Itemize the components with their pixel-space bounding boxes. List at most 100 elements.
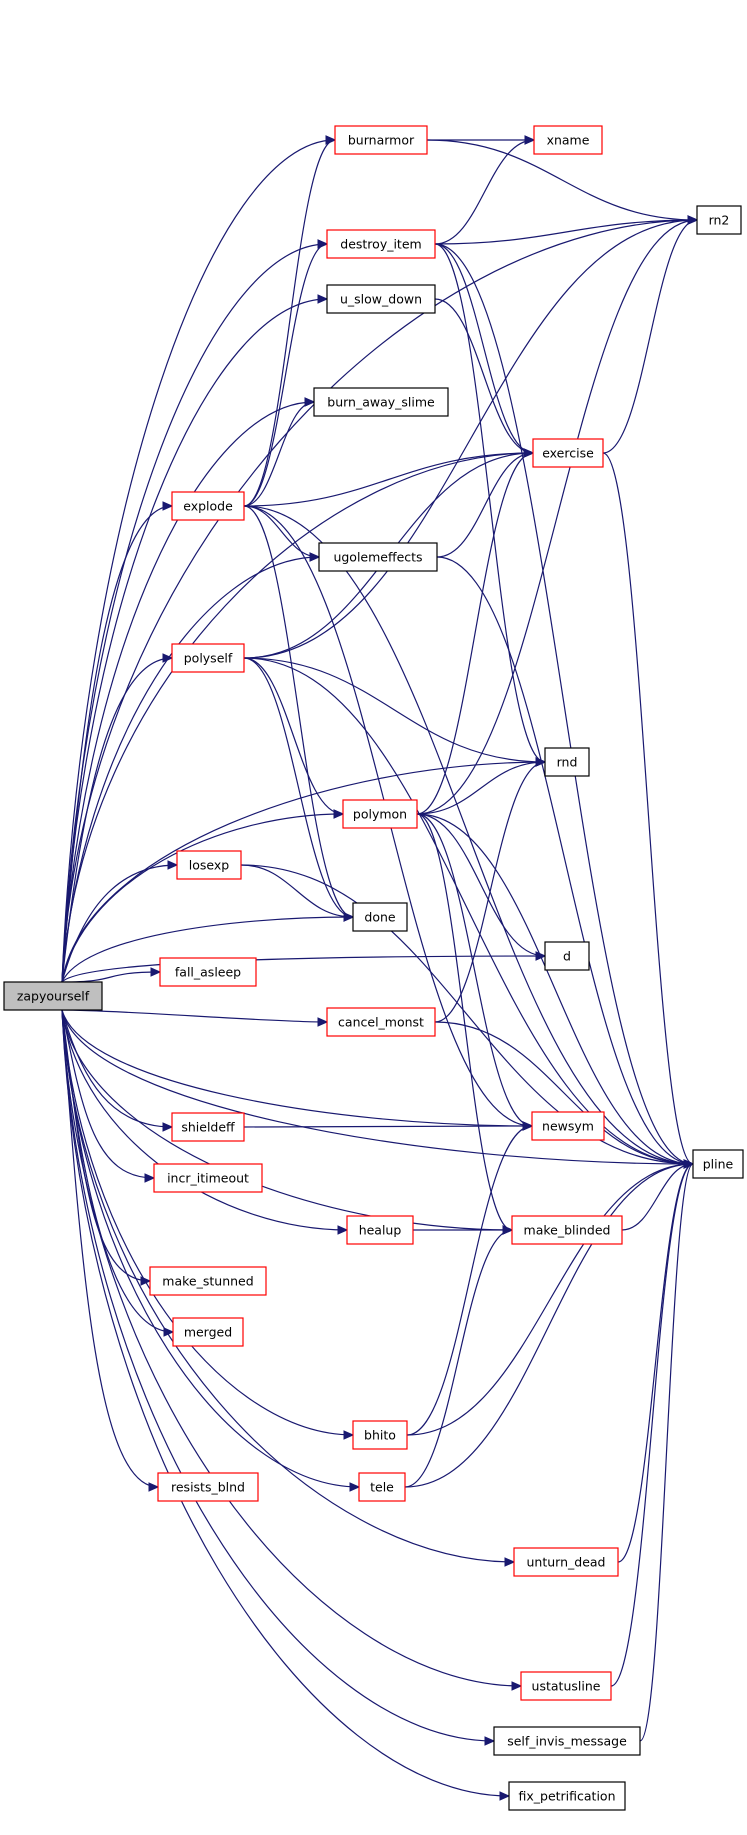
node-box — [176, 850, 242, 880]
node-xname[interactable]: xname — [533, 125, 603, 155]
node-make-stunned[interactable]: make_stunned — [149, 1266, 267, 1296]
node-box — [358, 1472, 406, 1502]
node-fix-petrification: fix_petrification — [508, 1781, 626, 1811]
node-label: polyself — [184, 651, 233, 666]
edge-losexp-to-done — [240, 864, 354, 918]
edge-polyself-to-rn2 — [243, 219, 698, 659]
node-box — [346, 1215, 414, 1245]
node-box — [318, 542, 438, 572]
edge-tele-to-pline — [404, 1163, 694, 1488]
arrowhead-self_invis_message-to-pline — [683, 1159, 695, 1169]
node-label: polymon — [353, 807, 407, 822]
edge-explode-to-pline — [243, 505, 694, 1165]
node-box — [533, 125, 603, 155]
node-label: destroy_item — [340, 237, 421, 252]
node-label: d — [563, 949, 571, 964]
node-d: d — [544, 941, 590, 971]
node-box — [159, 957, 257, 987]
edge-zapyourself-to-cancel_monst — [61, 1009, 328, 1023]
arrowhead-explode-to-destroy_item — [317, 239, 329, 249]
arrowhead-zapyourself-to-polyself — [162, 653, 174, 663]
edge-cancel_monst-to-pline — [434, 1021, 694, 1165]
edge-zapyourself-to-incr_itimeout — [61, 1009, 155, 1179]
node-box — [513, 1547, 619, 1577]
node-label: u_slow_down — [340, 292, 422, 307]
edge-explode-to-burn_away_slime — [243, 401, 315, 507]
node-ustatusline[interactable]: ustatusline — [520, 1671, 612, 1701]
node-label: zapyourself — [17, 989, 90, 1004]
edge-bhito-to-pline — [406, 1163, 694, 1436]
node-label: rn2 — [709, 213, 730, 228]
node-make-blinded[interactable]: make_blinded — [511, 1215, 623, 1245]
node-exercise[interactable]: exercise — [532, 438, 604, 468]
arrowhead-zapyourself-to-resists_blnd — [148, 1482, 160, 1492]
arrowhead-zapyourself-to-losexp — [167, 860, 179, 870]
node-label: make_stunned — [162, 1274, 253, 1289]
node-cancel-monst[interactable]: cancel_monst — [326, 1007, 436, 1037]
node-box — [313, 387, 449, 417]
node-losexp[interactable]: losexp — [176, 850, 242, 880]
edge-zapyourself-to-rnd — [61, 761, 546, 983]
node-box — [334, 125, 428, 155]
node-bhito[interactable]: bhito — [352, 1420, 408, 1450]
node-label: incr_itimeout — [167, 1171, 249, 1186]
node-label: burnarmor — [348, 133, 415, 148]
node-box — [326, 1007, 436, 1037]
node-label: self_invis_message — [507, 1734, 627, 1749]
node-polyself[interactable]: polyself — [171, 643, 245, 673]
edge-zapyourself-to-pline — [61, 1009, 694, 1165]
node-polymon[interactable]: polymon — [342, 799, 418, 829]
node-box — [532, 438, 604, 468]
node-self-invis-message: self_invis_message — [493, 1726, 641, 1756]
node-label: xname — [547, 133, 590, 148]
edge-polyself-to-polymon — [243, 657, 344, 815]
edge-self_invis_message-to-pline — [639, 1163, 694, 1742]
edge-zapyourself-to-ustatusline — [61, 1009, 522, 1687]
node-label: ustatusline — [532, 1679, 601, 1694]
arrowhead-zapyourself-to-explode — [162, 501, 174, 511]
node-unturn-dead[interactable]: unturn_dead — [513, 1547, 619, 1577]
node-incr-itimeout[interactable]: incr_itimeout — [153, 1163, 263, 1193]
edge-polyself-to-rnd — [243, 657, 546, 763]
edge-polymon-to-d — [416, 813, 546, 957]
node-box — [153, 1163, 263, 1193]
edge-polymon-to-pline — [416, 813, 694, 1165]
edge-ustatusline-to-pline — [610, 1163, 694, 1687]
node-done: done — [352, 902, 408, 932]
node-label: explode — [183, 499, 233, 514]
arrowhead-zapyourself-to-cancel_monst — [317, 1017, 329, 1027]
node-box — [171, 1112, 245, 1142]
edge-zapyourself-to-polyself — [61, 657, 173, 983]
edge-make_blinded-to-pline — [621, 1163, 694, 1231]
arrowhead-zapyourself-to-incr_itimeout — [144, 1173, 156, 1183]
edge-zapyourself-to-explode — [61, 505, 173, 983]
node-newsym[interactable]: newsym — [531, 1111, 605, 1141]
arrowhead-zapyourself-to-self_invis_message — [484, 1736, 496, 1746]
node-burnarmor[interactable]: burnarmor — [334, 125, 428, 155]
node-box — [352, 902, 408, 932]
node-fall-asleep[interactable]: fall_asleep — [159, 957, 257, 987]
node-label: healup — [359, 1223, 402, 1238]
node-box — [171, 643, 245, 673]
node-tele[interactable]: tele — [358, 1472, 406, 1502]
node-u-slow-down: u_slow_down — [326, 284, 436, 314]
edge-exercise-to-pline — [602, 452, 694, 1165]
node-merged[interactable]: merged — [172, 1317, 244, 1347]
edge-polymon-to-make_blinded — [416, 813, 513, 1231]
node-explode[interactable]: explode — [171, 491, 245, 521]
node-label: pline — [703, 1157, 734, 1172]
node-box — [3, 981, 103, 1011]
edge-destroy_item-to-exercise — [434, 243, 534, 454]
node-box — [544, 941, 590, 971]
arrowhead-zapyourself-to-unturn_dead — [504, 1557, 516, 1567]
node-shieldeff[interactable]: shieldeff — [171, 1112, 245, 1142]
edge-losexp-to-pline — [240, 864, 694, 1165]
edge-zapyourself-to-exercise — [61, 452, 534, 983]
node-box — [520, 1671, 612, 1701]
arrowhead-destroy_item-to-xname — [524, 135, 536, 145]
edge-zapyourself-to-self_invis_message — [61, 1009, 495, 1742]
node-resists-blnd[interactable]: resists_blnd — [157, 1472, 259, 1502]
node-zapyourself[interactable]: zapyourself — [3, 981, 103, 1011]
node-destroy-item[interactable]: destroy_item — [326, 229, 436, 259]
node-healup[interactable]: healup — [346, 1215, 414, 1245]
